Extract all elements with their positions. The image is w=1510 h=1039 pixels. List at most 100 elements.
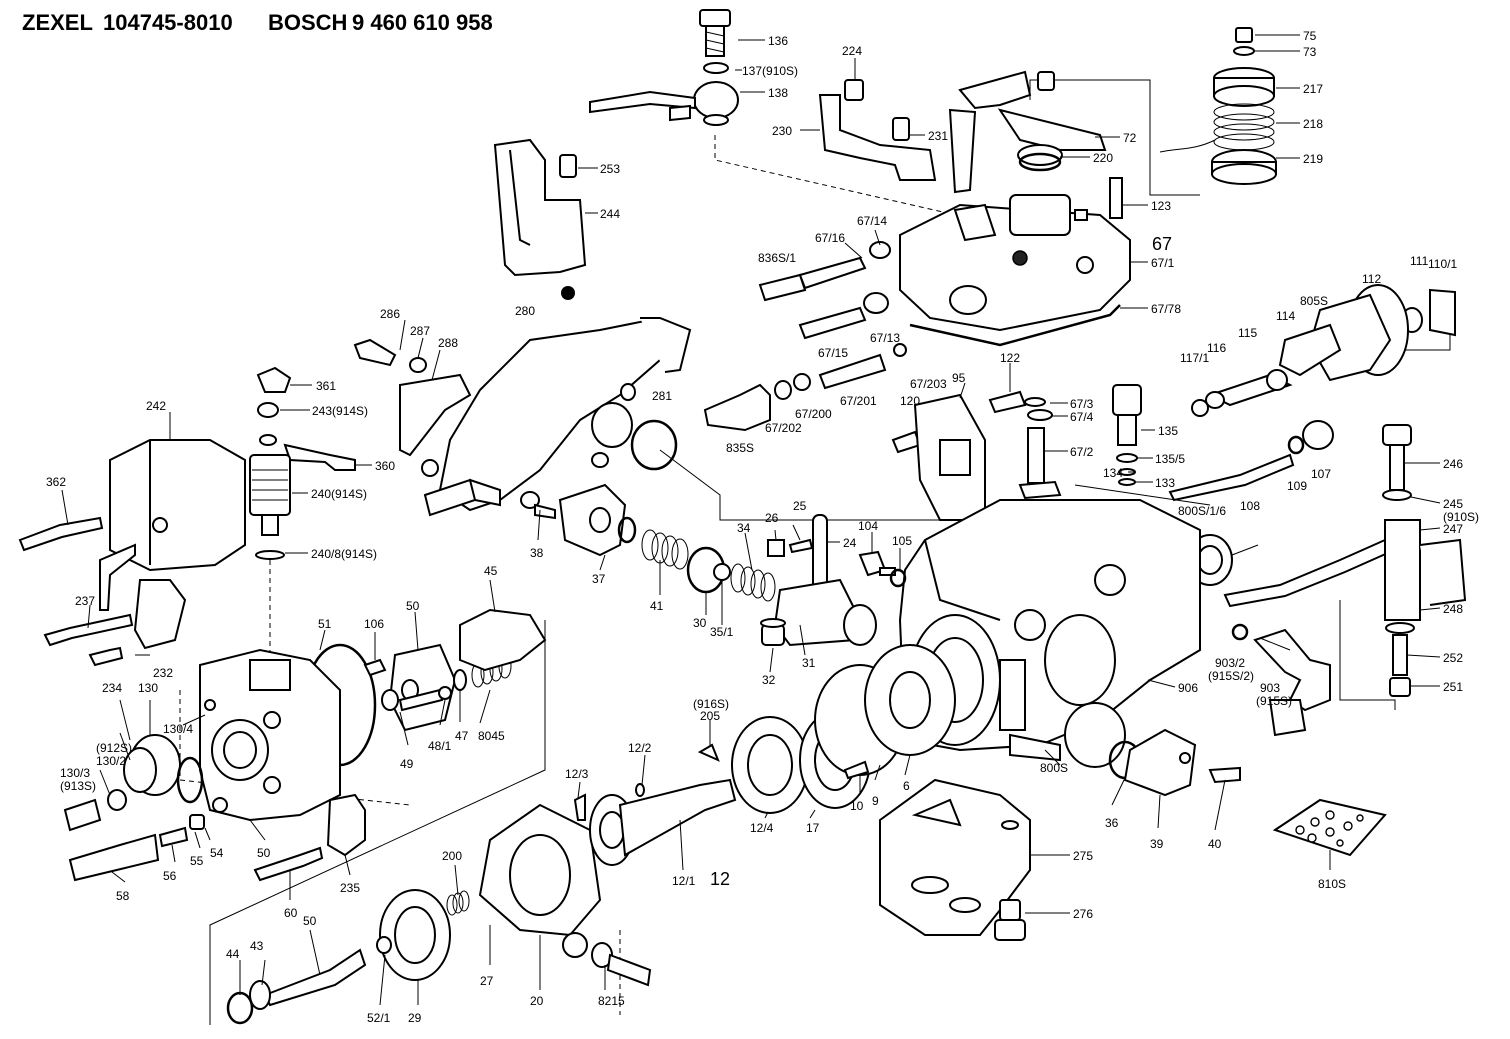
governor-cover-67 [899, 177, 1131, 347]
callout-253: 253 [600, 162, 620, 176]
callout-32: 32 [762, 673, 776, 687]
callout-24: 24 [843, 536, 857, 550]
pressure-control-valve [520, 483, 776, 602]
callout-50a: 50 [406, 599, 420, 613]
callout-244: 244 [600, 207, 620, 221]
callout-20: 20 [530, 994, 544, 1008]
callout-217: 217 [1303, 82, 1323, 96]
callout-67-4: 67/4 [1070, 410, 1094, 424]
callout-12-3: 12/3 [565, 767, 589, 781]
callout-30: 30 [693, 616, 707, 630]
callout-12-4: 12/4 [750, 821, 774, 835]
callout-280: 280 [515, 304, 535, 318]
callout-67-16: 67/16 [815, 231, 845, 245]
header-maker-zexel: ZEXEL [22, 10, 93, 35]
pipe-247-248 [1223, 519, 1467, 697]
callout-17: 17 [806, 821, 820, 835]
governor-lever-72 [948, 70, 1107, 194]
callout-230: 230 [772, 124, 792, 138]
callout-114: 114 [1276, 309, 1295, 323]
callout-labels: 136 137(910S) 138 224 230 231 75 73 217 … [46, 29, 1479, 1025]
callout-836s-1: 836S/1 [758, 251, 796, 265]
callout-134: 134 [1103, 466, 1123, 480]
callout-47: 47 [455, 729, 469, 743]
o-ring-281 [630, 419, 678, 471]
callout-6: 6 [903, 779, 910, 793]
callout-12-1: 12/1 [672, 874, 696, 888]
callout-51: 51 [318, 617, 332, 631]
callout-12-2: 12/2 [628, 741, 652, 755]
callout-41: 41 [650, 599, 664, 613]
callout-26: 26 [765, 511, 779, 525]
callout-245: 245 [1443, 497, 1463, 511]
callout-360: 360 [375, 459, 395, 473]
cover-39 [1108, 728, 1241, 797]
callout-67-14: 67/14 [857, 214, 887, 228]
callout-106: 106 [364, 617, 384, 631]
callout-52-1: 52/1 [367, 1011, 391, 1025]
callout-800s: 800S [1040, 761, 1068, 775]
fitting-58 [68, 814, 205, 882]
callout-35-1: 35/1 [710, 625, 734, 639]
callout-275: 275 [1073, 849, 1093, 863]
callout-109: 109 [1287, 479, 1307, 493]
callout-50b: 50 [257, 846, 271, 860]
callout-50c: 50 [303, 914, 317, 928]
callout-224: 224 [842, 44, 862, 58]
callout-108: 108 [1240, 499, 1260, 513]
callout-120: 120 [900, 394, 920, 408]
governor-lever-95 [891, 390, 1027, 521]
callout-232: 232 [153, 666, 173, 680]
bracket-230 [818, 79, 937, 181]
callout-903: 903 [1260, 681, 1280, 695]
drive-shaft-assembly [226, 889, 451, 1025]
callout-67-13: 67/13 [870, 331, 900, 345]
callout-10: 10 [850, 799, 864, 813]
callout-287: 287 [410, 324, 430, 338]
callout-136: 136 [768, 34, 788, 48]
callout-218: 218 [1303, 117, 1323, 131]
callout-67-2: 67/2 [1070, 445, 1094, 459]
callout-912s: (912S) [96, 741, 132, 755]
callout-105: 105 [892, 534, 912, 548]
callout-130-4: 130/4 [163, 722, 193, 736]
callout-40: 40 [1208, 837, 1222, 851]
callout-231: 231 [928, 129, 948, 143]
callout-34: 34 [737, 521, 751, 535]
bolts-237-232 [43, 579, 187, 667]
callout-800s-1-6: 800S/1/6 [1178, 504, 1226, 518]
callout-95: 95 [952, 371, 966, 385]
callout-49: 49 [400, 757, 414, 771]
callout-48-1: 48/1 [428, 739, 452, 753]
callout-37: 37 [592, 572, 606, 586]
callout-234: 234 [102, 681, 122, 695]
callout-27: 27 [480, 974, 494, 988]
callout-117-1: 117/1 [1180, 351, 1209, 365]
callout-122: 122 [1000, 351, 1020, 365]
connector-903 [1231, 623, 1331, 737]
callout-54: 54 [210, 846, 224, 860]
callout-38: 38 [530, 546, 544, 560]
callout-286: 286 [380, 307, 400, 321]
callout-903-2: 903/2 [1215, 656, 1245, 670]
callout-252: 252 [1443, 651, 1463, 665]
stop-solenoid-240 [249, 366, 356, 560]
drive-shaft-12 [573, 716, 809, 866]
distributor-head [199, 648, 341, 822]
callout-288: 288 [438, 336, 458, 350]
callout-67-203: 67/203 [910, 377, 947, 391]
callout-805s: 805S [1300, 294, 1328, 308]
callout-110-1: 110/1 [1428, 257, 1457, 271]
callout-12: 12 [710, 869, 730, 889]
callout-75: 75 [1303, 29, 1317, 43]
callout-31: 31 [802, 656, 816, 670]
callout-67-3: 67/3 [1070, 397, 1094, 411]
bracket-275 [879, 778, 1031, 941]
control-sleeve-assembly [760, 514, 907, 647]
callout-73: 73 [1303, 45, 1317, 59]
callout-29: 29 [408, 1011, 422, 1025]
callout-916s: (916S) [693, 697, 729, 711]
callout-58: 58 [116, 889, 130, 903]
hydraulic-head-assembly [303, 608, 547, 767]
